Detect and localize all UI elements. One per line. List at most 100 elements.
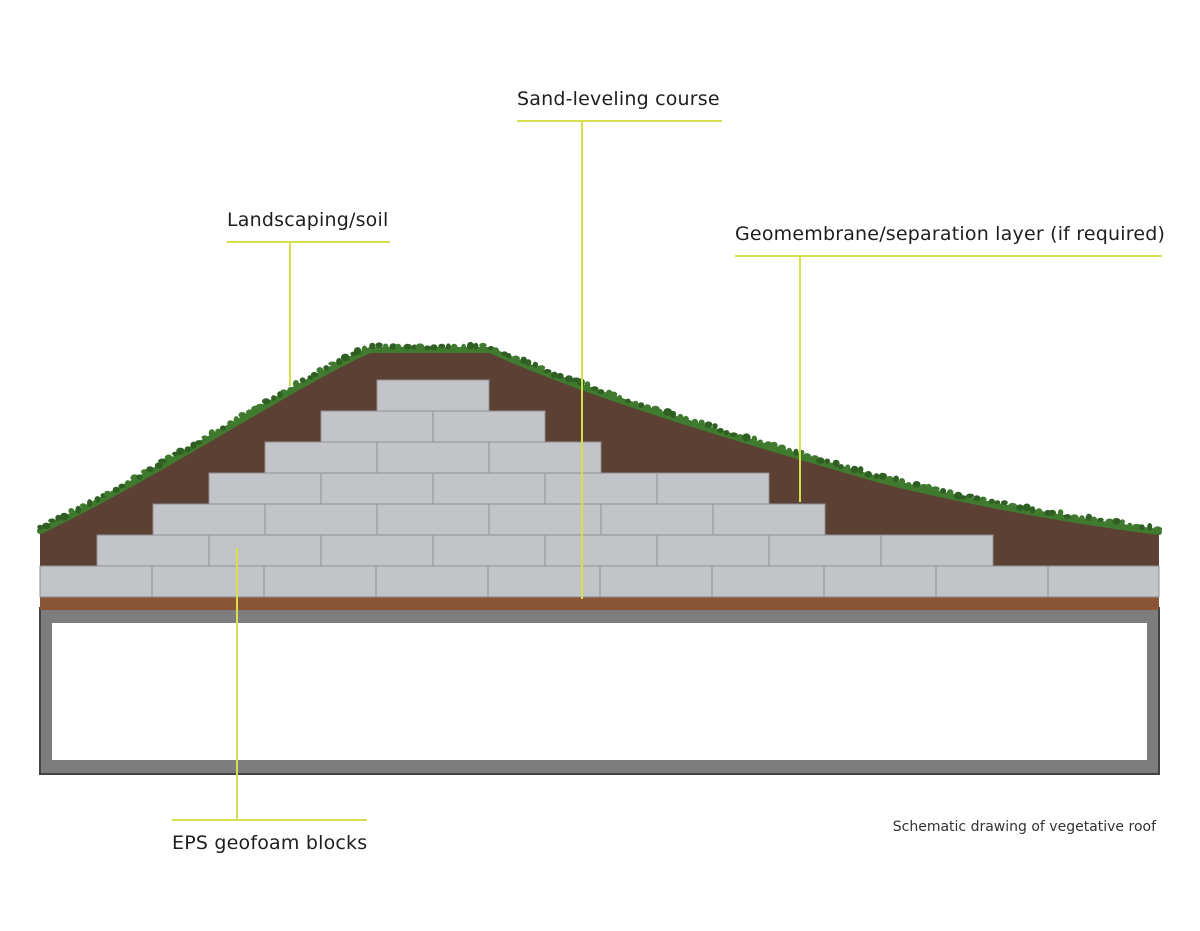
grass-tuft bbox=[551, 371, 558, 379]
leader-geomembrane bbox=[735, 255, 1162, 502]
grass-tuft bbox=[369, 342, 376, 350]
roof-cavity bbox=[52, 623, 1147, 760]
grass-tuft bbox=[215, 428, 222, 434]
grass-tuft bbox=[277, 391, 283, 398]
label-eps-geofoam-blocks: EPS geofoam blocks bbox=[172, 832, 368, 854]
eps-block bbox=[320, 410, 434, 443]
grass-tuft bbox=[556, 372, 564, 380]
grass-tuft bbox=[220, 425, 226, 431]
grass-tuft bbox=[816, 457, 825, 464]
grass-tuft bbox=[777, 444, 786, 452]
grass-tuft bbox=[617, 394, 623, 402]
eps-block bbox=[376, 503, 490, 536]
grass-tuft bbox=[1022, 503, 1031, 512]
grass-tuft bbox=[1035, 508, 1043, 515]
grass-tuft bbox=[184, 446, 191, 453]
grass-tuft bbox=[609, 391, 618, 398]
grass-tuft bbox=[1090, 516, 1098, 525]
eps-block bbox=[375, 565, 489, 598]
grass-tuft bbox=[75, 505, 81, 514]
grass-tuft bbox=[190, 441, 197, 449]
grass-tuft bbox=[124, 480, 131, 488]
eps-block bbox=[823, 565, 937, 598]
eps-block bbox=[96, 534, 210, 567]
eps-block bbox=[208, 534, 322, 567]
grass-tufts bbox=[37, 341, 1163, 532]
grass-tuft bbox=[1112, 517, 1121, 525]
grass-tuft bbox=[505, 353, 512, 359]
grass-tuft bbox=[461, 343, 467, 352]
grass-tuft bbox=[136, 474, 143, 480]
grass-tuft bbox=[208, 429, 216, 437]
eps-block bbox=[656, 472, 770, 505]
grass-tuft bbox=[764, 441, 773, 448]
leader-sand-leveling bbox=[517, 120, 722, 599]
grass-tuft bbox=[584, 381, 591, 389]
eps-block bbox=[1047, 565, 1160, 598]
grass-tuft bbox=[824, 458, 830, 464]
eps-block bbox=[935, 565, 1049, 598]
grass-tuft bbox=[1105, 518, 1114, 525]
eps-block bbox=[432, 534, 546, 567]
grass-tuft bbox=[912, 481, 921, 488]
grass-tuft bbox=[670, 410, 677, 418]
grass-tuft bbox=[158, 458, 167, 464]
grass-tuft bbox=[42, 522, 51, 529]
eps-block bbox=[432, 472, 546, 505]
grass-tuft bbox=[810, 455, 819, 460]
grass-tuft bbox=[786, 447, 792, 455]
grass-tuft bbox=[845, 464, 851, 470]
eps-geofoam-blocks bbox=[39, 379, 1160, 598]
eps-block bbox=[151, 565, 265, 598]
grass-tuft bbox=[793, 448, 799, 456]
eps-block bbox=[208, 472, 322, 505]
grass-tuft bbox=[633, 400, 639, 406]
grass-tuft bbox=[832, 459, 840, 467]
grass-tuft bbox=[154, 462, 164, 469]
eps-block bbox=[488, 503, 602, 536]
grass-tuft bbox=[55, 514, 61, 522]
grass-tuft bbox=[757, 439, 763, 444]
grass-tuft bbox=[361, 345, 368, 354]
grass-tuft bbox=[1127, 522, 1133, 529]
eps-block bbox=[320, 472, 434, 505]
leader-landscaping bbox=[227, 241, 390, 386]
grass-tuft bbox=[328, 361, 337, 366]
grass-tuft bbox=[858, 466, 864, 474]
eps-block bbox=[712, 503, 826, 536]
leader-eps-blocks bbox=[172, 548, 367, 821]
grass-tuft bbox=[729, 432, 738, 438]
grass-layer bbox=[37, 347, 1162, 535]
grass-tuft bbox=[736, 434, 744, 440]
grass-tuft bbox=[638, 402, 645, 408]
grass-tuft bbox=[543, 369, 552, 374]
grass-tuft bbox=[1119, 519, 1125, 525]
grass-tuft bbox=[1063, 514, 1072, 519]
grass-tuft bbox=[802, 453, 812, 461]
grass-tuft bbox=[238, 412, 247, 418]
grass-tuft bbox=[873, 473, 880, 480]
grass-tuft bbox=[227, 420, 234, 427]
eps-block bbox=[152, 503, 266, 536]
eps-block bbox=[544, 534, 658, 567]
grass-tuft bbox=[723, 430, 730, 436]
grass-tuft bbox=[415, 343, 425, 351]
grass-tuft bbox=[310, 371, 318, 378]
eps-block bbox=[432, 410, 546, 443]
grass-tuft bbox=[94, 496, 101, 503]
grass-tuft bbox=[450, 343, 458, 351]
grass-tuft bbox=[146, 466, 154, 473]
grass-tuft bbox=[643, 404, 652, 411]
sand-leveling-course bbox=[40, 596, 1159, 610]
grass-tuft bbox=[973, 495, 981, 502]
eps-block bbox=[600, 503, 714, 536]
grass-tuft bbox=[663, 408, 673, 416]
eps-block bbox=[487, 565, 601, 598]
grass-tuft bbox=[79, 503, 87, 508]
grass-tuft bbox=[1008, 502, 1018, 509]
grass-tuft bbox=[430, 344, 438, 351]
eps-block bbox=[656, 534, 770, 567]
grass-tuft bbox=[742, 433, 751, 442]
